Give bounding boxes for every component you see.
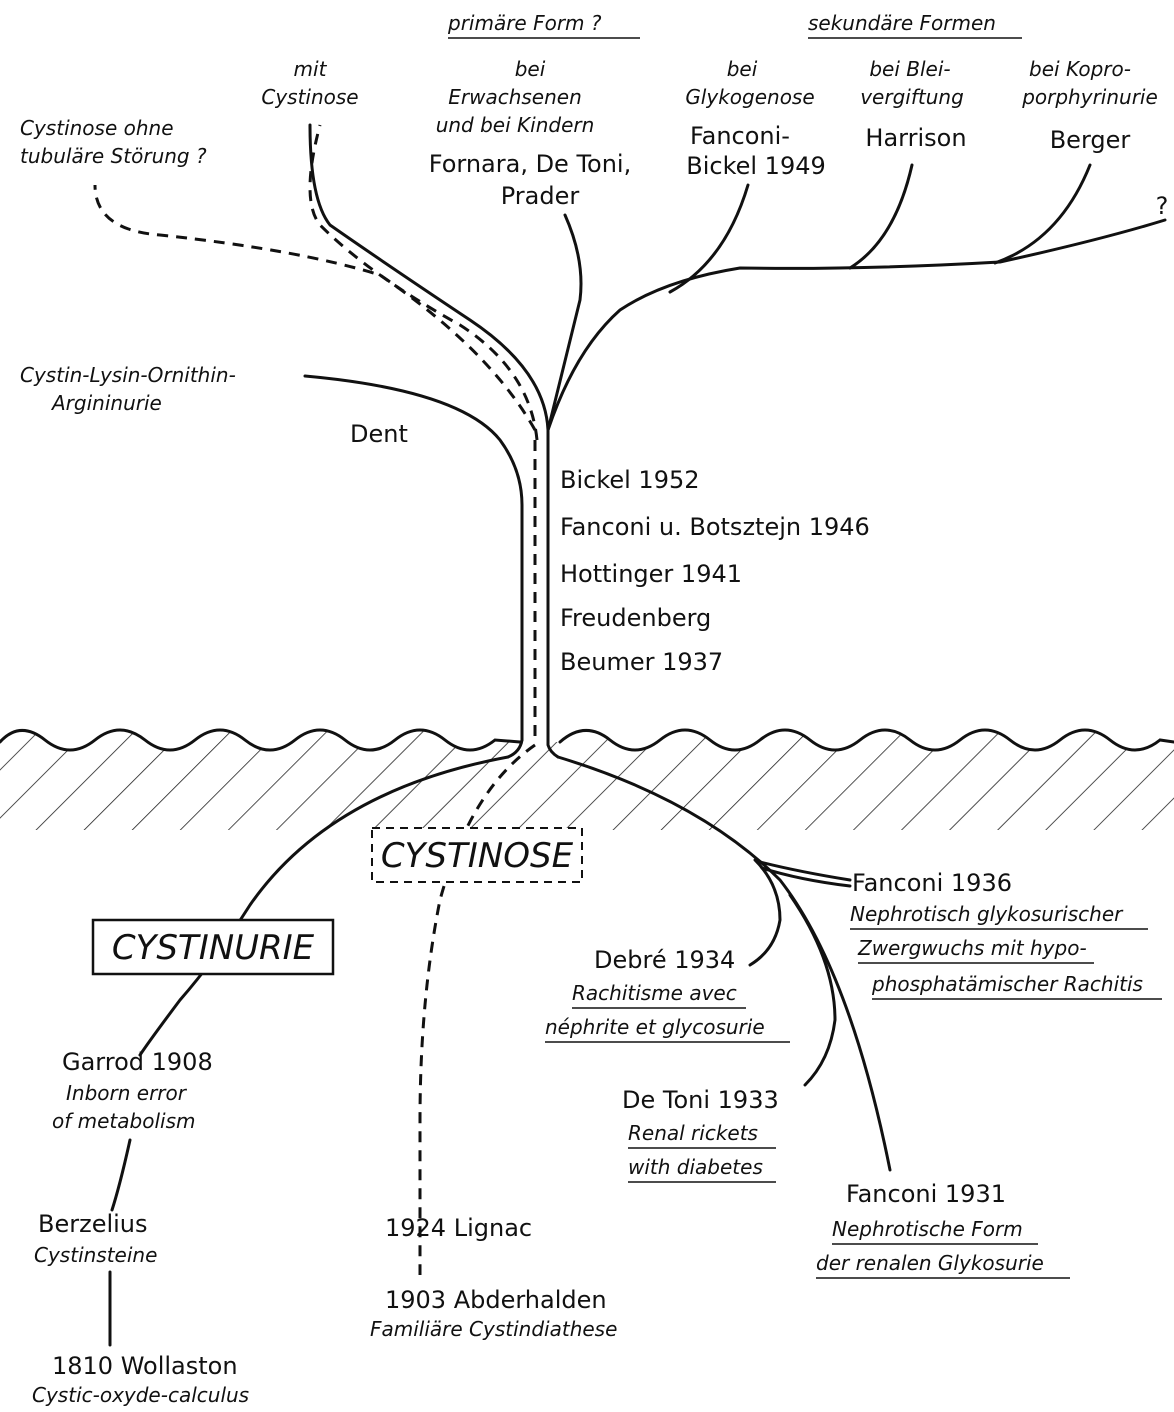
copro-author: Berger — [1050, 126, 1131, 154]
cystinose-box-label: CYSTINOSE — [381, 836, 574, 876]
dent-label-1: Cystin-Lysin-Ornithin- — [20, 363, 236, 387]
fanconi-1931-line-1: Nephrotische Form — [832, 1217, 1023, 1241]
trunk-label-hottinger: Hottinger 1941 — [560, 560, 742, 588]
adults-label-3: und bei Kindern — [436, 113, 595, 137]
detoni-root-line — [788, 893, 837, 1087]
fanconi-1936-line-2: Zwergwuchs mit hypo- — [857, 936, 1087, 960]
glycogenosis-authors-2: Bickel 1949 — [686, 152, 826, 180]
cystinurie-box: CYSTINURIE — [91, 918, 335, 976]
garrod-line-1: Inborn error — [66, 1081, 188, 1105]
dent-branch-line — [303, 374, 524, 742]
fanconi-1931-line-2: der renalen Glykosurie — [816, 1251, 1044, 1275]
lead-label-1: bei Blei- — [869, 57, 950, 81]
debre-line-1: Rachitisme avec — [572, 981, 737, 1005]
roots — [108, 743, 892, 1347]
glycogenosis-authors-1: Fanconi- — [690, 122, 790, 150]
unknown-tip-label: ? — [1156, 192, 1169, 220]
no-tubular-label-2: tubuläre Störung ? — [20, 144, 207, 168]
garrod-author: Garrod 1908 — [62, 1048, 213, 1076]
trunk-label-beumer: Beumer 1937 — [560, 648, 723, 676]
upper-branches — [93, 123, 1167, 441]
dent-author: Dent — [350, 420, 408, 448]
secondary-forms-header: sekundäre Formen — [808, 11, 996, 35]
detoni-author: De Toni 1933 — [622, 1086, 779, 1114]
fanconi-1936-author: Fanconi 1936 — [852, 869, 1012, 897]
adults-label-1: bei — [515, 57, 546, 81]
garrod-root-line — [110, 1138, 132, 1212]
copro-label-1: bei Kopro- — [1029, 57, 1131, 81]
cystinose-box: CYSTINOSE — [371, 827, 583, 883]
with-cystinosis-label-1: mit — [294, 57, 328, 81]
wollaston-line-1: Cystic-oxyde-calculus — [32, 1383, 249, 1407]
berzelius-author: Berzelius — [38, 1210, 148, 1238]
detoni-line-1: Renal rickets — [628, 1121, 758, 1145]
glycogenosis-label-1: bei — [727, 57, 758, 81]
fanconi-1936-line-3: phosphatämischer Rachitis — [871, 972, 1143, 996]
lead-author: Harrison — [865, 124, 966, 152]
cystinurie-box-label: CYSTINURIE — [112, 928, 315, 968]
copro-label-2: porphyrinurie — [1021, 85, 1158, 109]
trunk-label-freudenberg: Freudenberg — [560, 604, 711, 632]
lead-branch-line — [848, 163, 914, 270]
fanconi-1936-line-1: Nephrotisch glykosurischer — [850, 902, 1124, 926]
debre-root-line — [748, 858, 782, 967]
adults-label-2: Erwachsenen — [448, 85, 582, 109]
debre-line-2: néphrite et glycosurie — [545, 1015, 765, 1039]
detoni-line-2: with diabetes — [628, 1155, 763, 1179]
trunk-label-bickel: Bickel 1952 — [560, 466, 700, 494]
trunk-label-fanconi-botsztejn: Fanconi u. Botsztejn 1946 — [560, 513, 870, 541]
garrod-line-2: of metabolism — [52, 1109, 195, 1133]
adults-branch-line — [546, 213, 583, 432]
secondary-forms-branch-line — [546, 218, 1167, 432]
adults-authors-2: Prader — [501, 182, 580, 210]
debre-author: Debré 1934 — [594, 946, 735, 974]
trunk — [303, 374, 560, 759]
wollaston-author: 1810 Wollaston — [52, 1352, 238, 1380]
ground-hatching — [0, 728, 1174, 830]
glycogenosis-label-2: Glykogenose — [685, 85, 814, 109]
abderhalden-author: 1903 Abderhalden — [385, 1286, 607, 1314]
right-root-main-line — [556, 755, 892, 1172]
adults-authors-1: Fornara, De Toni, — [429, 150, 631, 178]
cystinose-root-line — [418, 743, 536, 1275]
primary-form-header: primäre Form ? — [447, 11, 602, 35]
cystinosis-branch-line — [308, 123, 550, 432]
no-tubular-label-1: Cystinose ohne — [20, 116, 174, 140]
glycogenosis-branch-line — [668, 183, 750, 294]
no-tubular-branch-line — [93, 184, 537, 431]
with-cystinosis-label-2: Cystinose — [261, 85, 358, 109]
lead-label-2: vergiftung — [860, 85, 964, 109]
dent-label-2: Argininurie — [50, 391, 162, 415]
cystinurie-root-line — [138, 755, 510, 1057]
copro-branch-line — [993, 163, 1092, 265]
berzelius-line-1: Cystinsteine — [34, 1243, 157, 1267]
fanconi-1931-author: Fanconi 1931 — [846, 1180, 1006, 1208]
lignac-author: 1924 Lignac — [385, 1214, 532, 1242]
abderhalden-line-1: Familiäre Cystindiathese — [370, 1317, 617, 1341]
